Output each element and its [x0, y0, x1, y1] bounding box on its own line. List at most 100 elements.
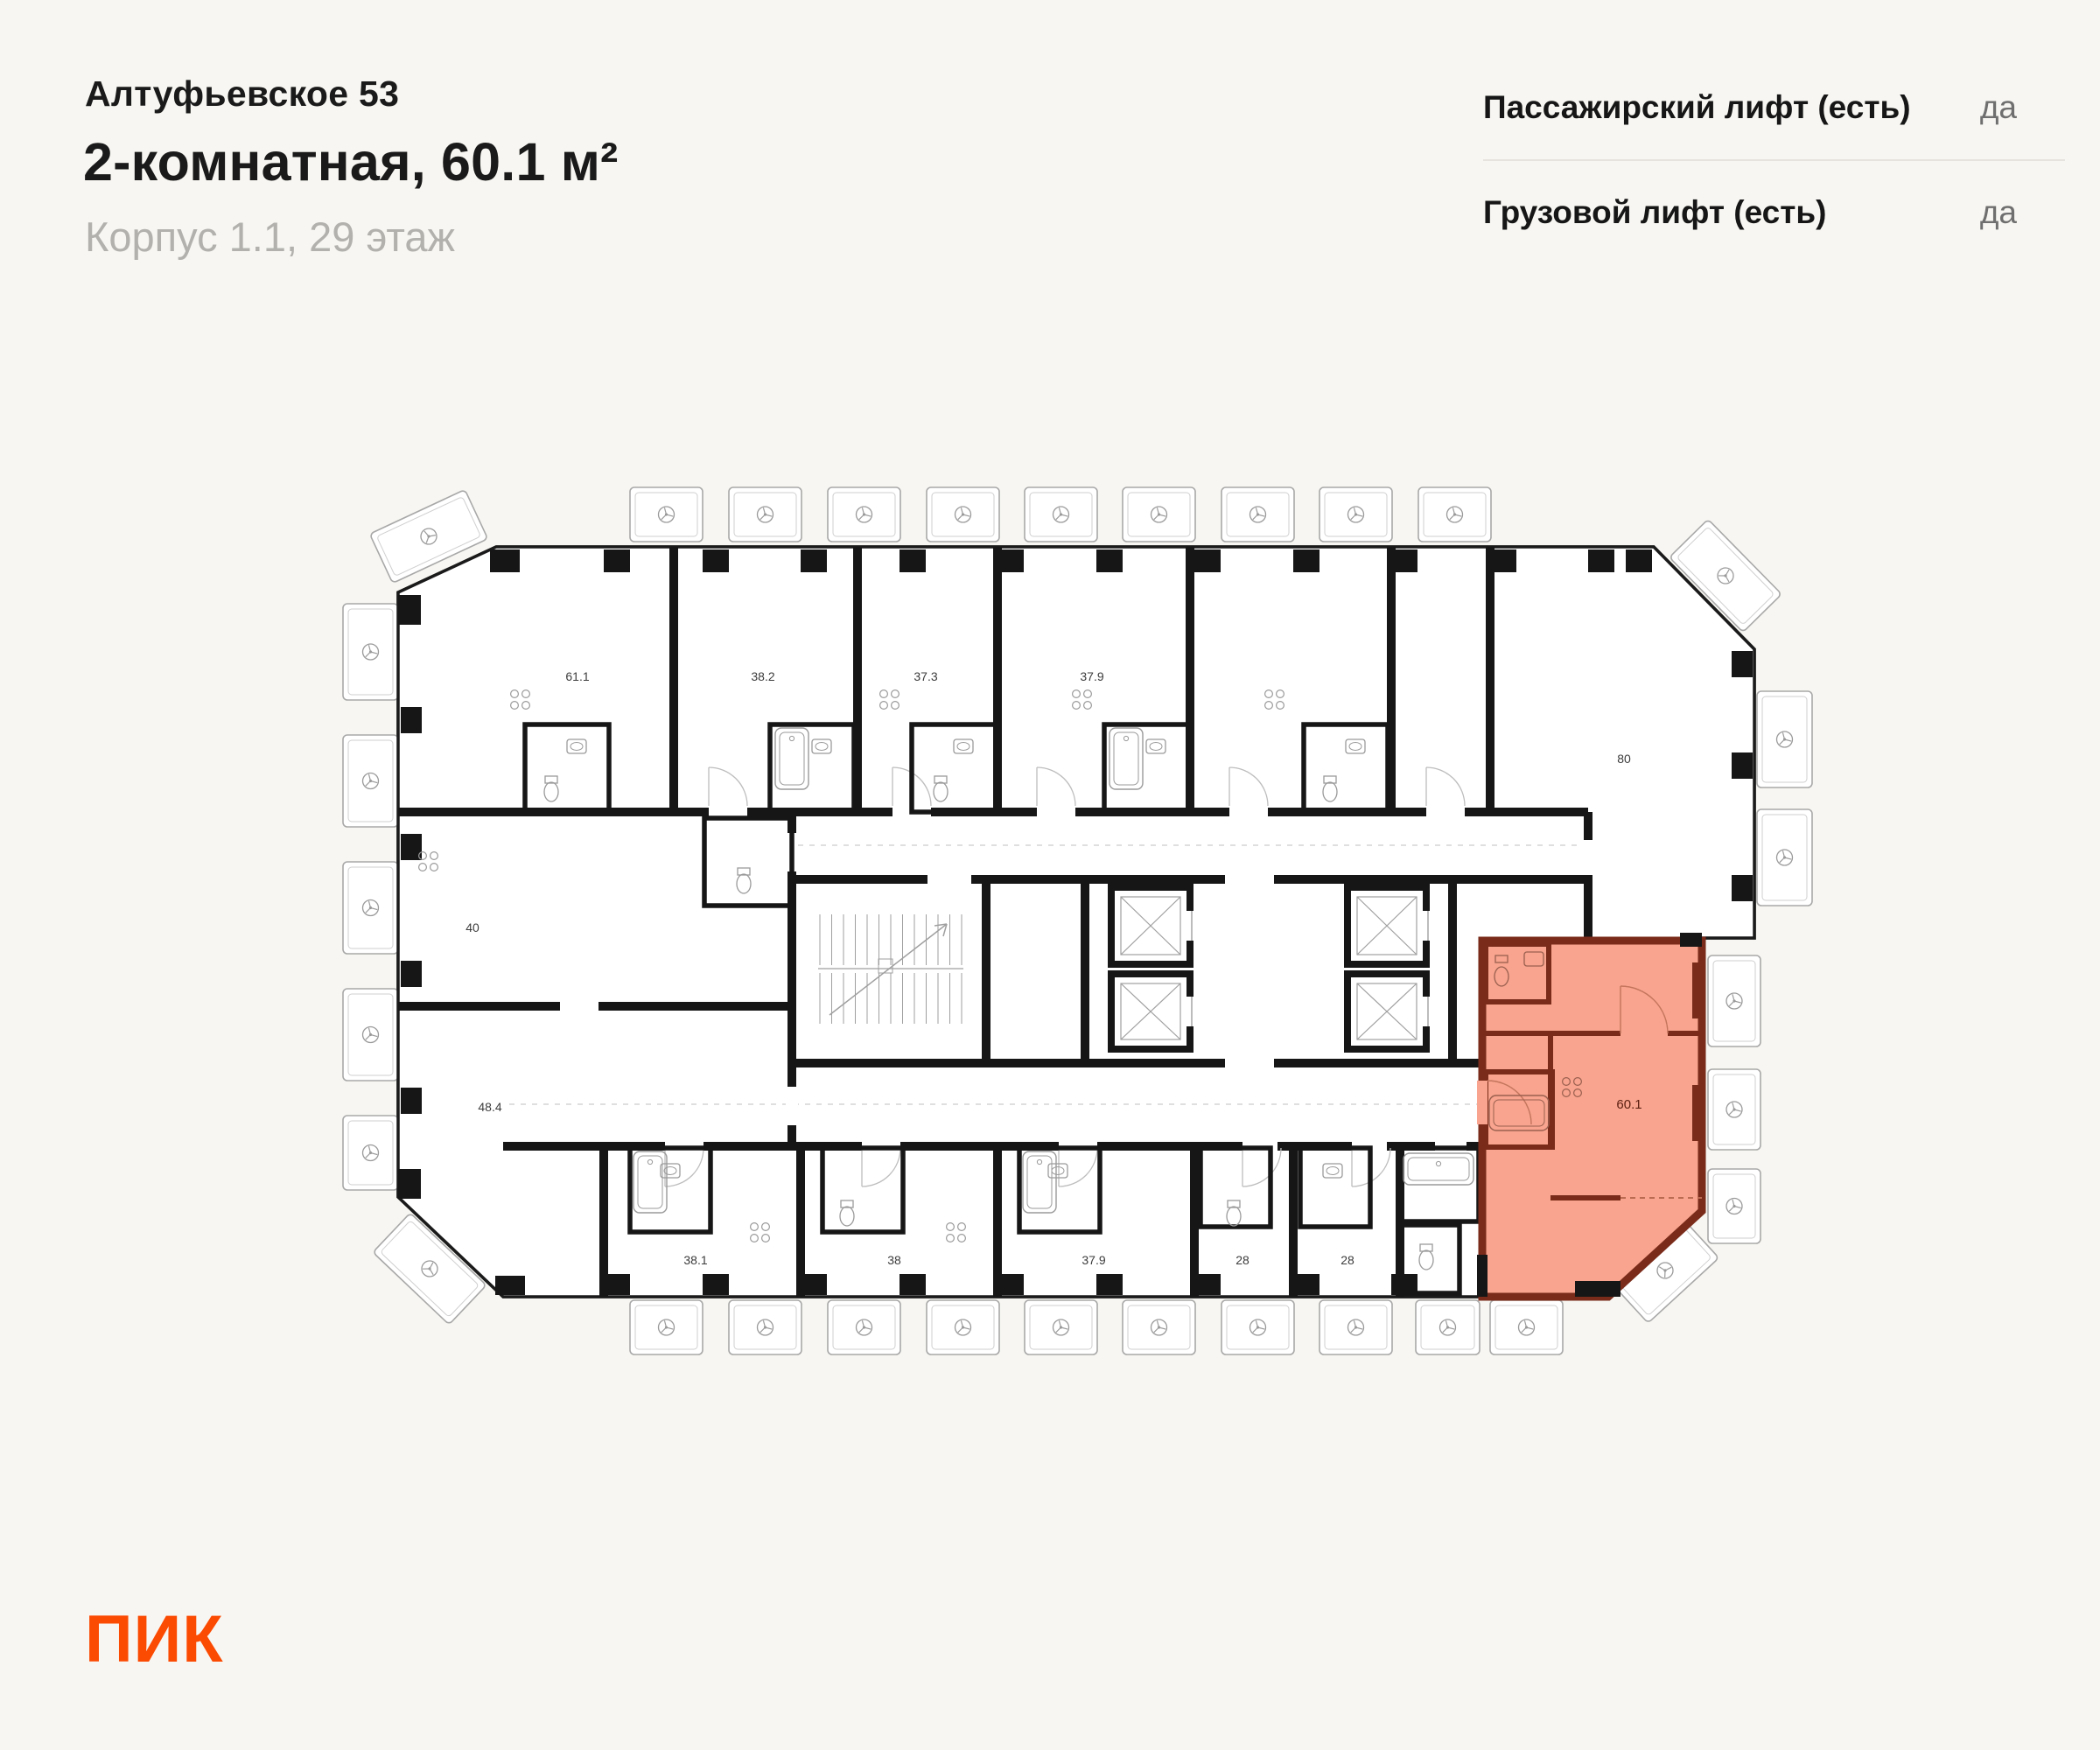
wall-pylon [495, 1276, 525, 1295]
wall-pylon [1588, 550, 1614, 572]
wall-pylon [900, 550, 926, 572]
wall-pylon [398, 1169, 421, 1199]
sink-icon [1047, 1163, 1068, 1179]
bathtub-icon [1022, 1151, 1057, 1214]
wall-pylon [1194, 1274, 1221, 1295]
amenity-row-passenger-lift: Пассажирский лифт (есть) да [1483, 56, 2065, 159]
page-subtitle: Корпус 1.1, 29 этаж [85, 214, 455, 260]
amenity-value: да [1979, 194, 2017, 230]
bathtub-icon [1109, 727, 1144, 790]
wall-pylon [604, 550, 630, 572]
balcony-module [728, 1299, 802, 1355]
balcony-module [342, 603, 399, 701]
elevator-shaft [1108, 970, 1194, 1053]
unit-area-label: 38.1 [683, 1253, 707, 1267]
project-name: Алтуфьевское 53 [85, 74, 400, 114]
sink-icon [953, 738, 974, 754]
balcony-module [629, 1299, 704, 1355]
balcony-module [1707, 1068, 1761, 1151]
sink-icon [1322, 1163, 1343, 1179]
bathroom [702, 816, 794, 908]
toilet-icon [839, 1200, 855, 1227]
balcony-module [1489, 1299, 1564, 1355]
balcony-module [1756, 808, 1813, 906]
balcony-module [1418, 486, 1492, 542]
wall-pylon [401, 961, 422, 987]
balcony-module [827, 1299, 901, 1355]
unit-area-label: 61.1 [565, 669, 589, 683]
elevator-shaft [1344, 884, 1431, 968]
bathroom [1301, 722, 1390, 815]
wall-pylon [1194, 550, 1221, 572]
unit-area-label: 38.2 [751, 669, 774, 683]
toilet-icon [1322, 775, 1338, 802]
sink-icon [566, 738, 587, 754]
sink-icon [1345, 738, 1366, 754]
stove-icon [1264, 689, 1284, 710]
unit-area-label: 37.9 [1082, 1253, 1105, 1267]
balcony-module [1221, 486, 1295, 542]
unit-area-label: 28 [1340, 1253, 1354, 1267]
wall-pylon [1391, 550, 1418, 572]
toilet-icon [543, 775, 559, 802]
balcony-module [374, 1214, 486, 1324]
amenity-row-cargo-lift: Грузовой лифт (есть) да [1483, 161, 2065, 264]
wall-pylon [1732, 875, 1753, 901]
wall-pylon [604, 1274, 630, 1295]
balcony-module [1319, 1299, 1393, 1355]
highlighted-unit-area-label: 60.1 [1616, 1097, 1642, 1112]
bathtub-icon [1403, 1152, 1474, 1186]
balcony-module [1756, 690, 1813, 788]
wall-pylon [1096, 550, 1123, 572]
unit-area-label: 37.9 [1080, 669, 1103, 683]
toilet-icon [1418, 1243, 1434, 1270]
balcony-module [1024, 1299, 1098, 1355]
balcony-module [1670, 520, 1781, 632]
unit-area-label: 37.3 [914, 669, 937, 683]
wall-pylon [1096, 1274, 1123, 1295]
wall-pylon [998, 1274, 1024, 1295]
bathroom [1102, 722, 1191, 815]
wall-pylon [401, 707, 422, 733]
sink-icon [660, 1163, 681, 1179]
wall-pylon [998, 550, 1024, 572]
bathroom [1017, 1145, 1102, 1235]
bathroom [522, 722, 612, 815]
wall-pylon [801, 550, 827, 572]
toilet-icon [1226, 1200, 1242, 1227]
balcony-module [370, 490, 487, 583]
highlighted-apartment[interactable]: 60.1 [1477, 933, 1706, 1301]
stove-icon [1561, 1076, 1582, 1097]
stove-icon [749, 1222, 770, 1242]
balcony-module [1707, 955, 1761, 1047]
balcony-module [1415, 1299, 1480, 1355]
stove-icon [509, 689, 530, 710]
balcony-module [1707, 1168, 1761, 1244]
sink-icon [811, 738, 832, 754]
wall-pylon [1490, 550, 1516, 572]
pik-logo[interactable]: ПИК [85, 1602, 224, 1676]
unit-area-label: 38 [887, 1253, 901, 1267]
unit-area-label: 80 [1617, 752, 1631, 766]
wall-pylon [1293, 550, 1320, 572]
wall-pylon [1293, 1274, 1320, 1295]
balcony-module [342, 861, 399, 955]
balcony-module [342, 1115, 399, 1191]
balcony-module [1221, 1299, 1295, 1355]
divider [1483, 159, 2065, 161]
bathroom [820, 1145, 906, 1235]
elevator-shaft [1344, 970, 1431, 1053]
bathroom [627, 1145, 713, 1235]
amenity-value: да [1979, 89, 2017, 125]
wall-pylon [801, 1274, 827, 1295]
wall-pylon [398, 595, 421, 625]
wall-pylon [1626, 550, 1652, 572]
balcony-module [1024, 486, 1098, 542]
balcony-module [1122, 1299, 1196, 1355]
bathroom [909, 722, 998, 815]
bathroom [1198, 1145, 1273, 1229]
sink-icon [1145, 738, 1166, 754]
stove-icon [945, 1222, 966, 1242]
stove-icon [878, 689, 900, 710]
